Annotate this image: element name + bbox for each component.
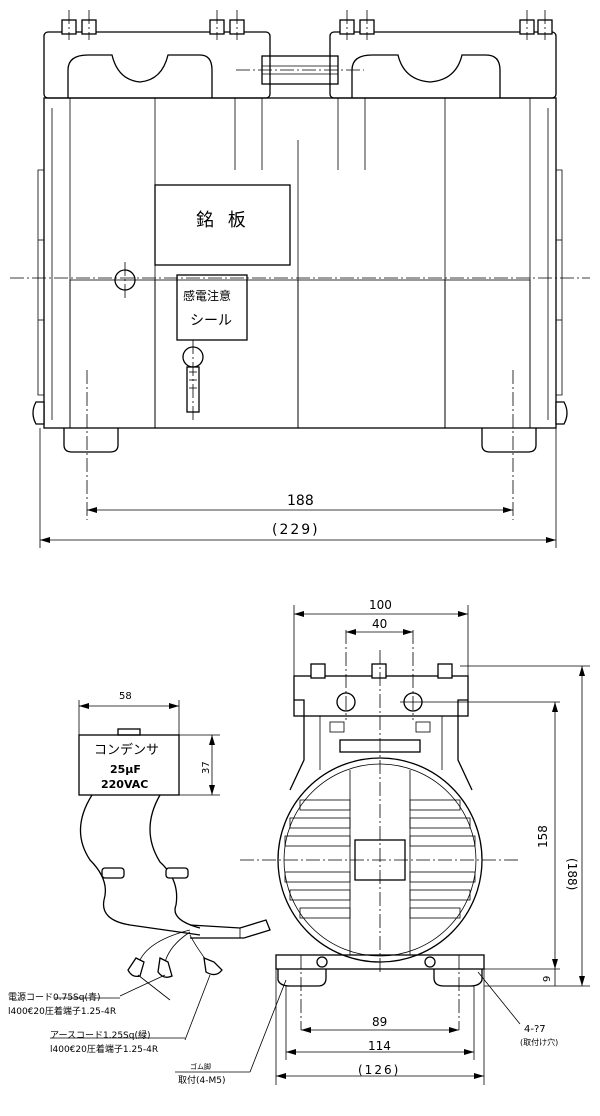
capacitor-drawing [50,700,271,1073]
dim-inner-width: 188 [287,493,314,509]
dim-outer-width: (229) [272,522,320,538]
capacitor-dim-height: 37 [201,761,212,774]
capacitor-name: コンデンサ [94,743,160,758]
dim-port-pitch: 40 [372,617,388,631]
caution-label-line1: 感電注意 [183,289,232,303]
rubber-foot-note-line2: 取付(4-M5) [178,1076,226,1086]
rubber-foot-note-line1: ゴム脚 [190,1063,211,1071]
capacitor-voltage: 220VAC [101,778,149,791]
hole-note-line2: (取付け穴) [520,1038,559,1047]
capacitor-dim-width: 58 [119,691,132,702]
dim-height-158: 158 [536,825,550,848]
dim-foot-height: 9 [542,975,553,982]
dim-base-width: 114 [368,1039,391,1053]
front-view [240,605,590,1085]
dim-height-total: (188) [565,858,579,891]
caution-label-line2: シール [190,313,232,329]
top-view [10,10,590,548]
power-cord-note-line1: 電源コード0.75Sq(青) [8,993,101,1003]
power-cord-note-line2: l400€20圧着端子1.25-4R [8,1007,117,1017]
dim-width-100: 100 [369,598,392,612]
nameplate-label: 銘 板 [196,210,250,231]
dim-mount-pitch: 89 [372,1015,388,1029]
capacitor-capacity: 25μF [110,763,141,776]
hole-note-line1: 4-?7 [524,1024,546,1035]
earth-cord-note-line2: l400€20圧着端子1.25-4R [50,1045,159,1055]
dim-total-width: (126) [358,1063,401,1077]
earth-cord-note-line1: アースコード1.25Sq(緑) [50,1031,151,1041]
